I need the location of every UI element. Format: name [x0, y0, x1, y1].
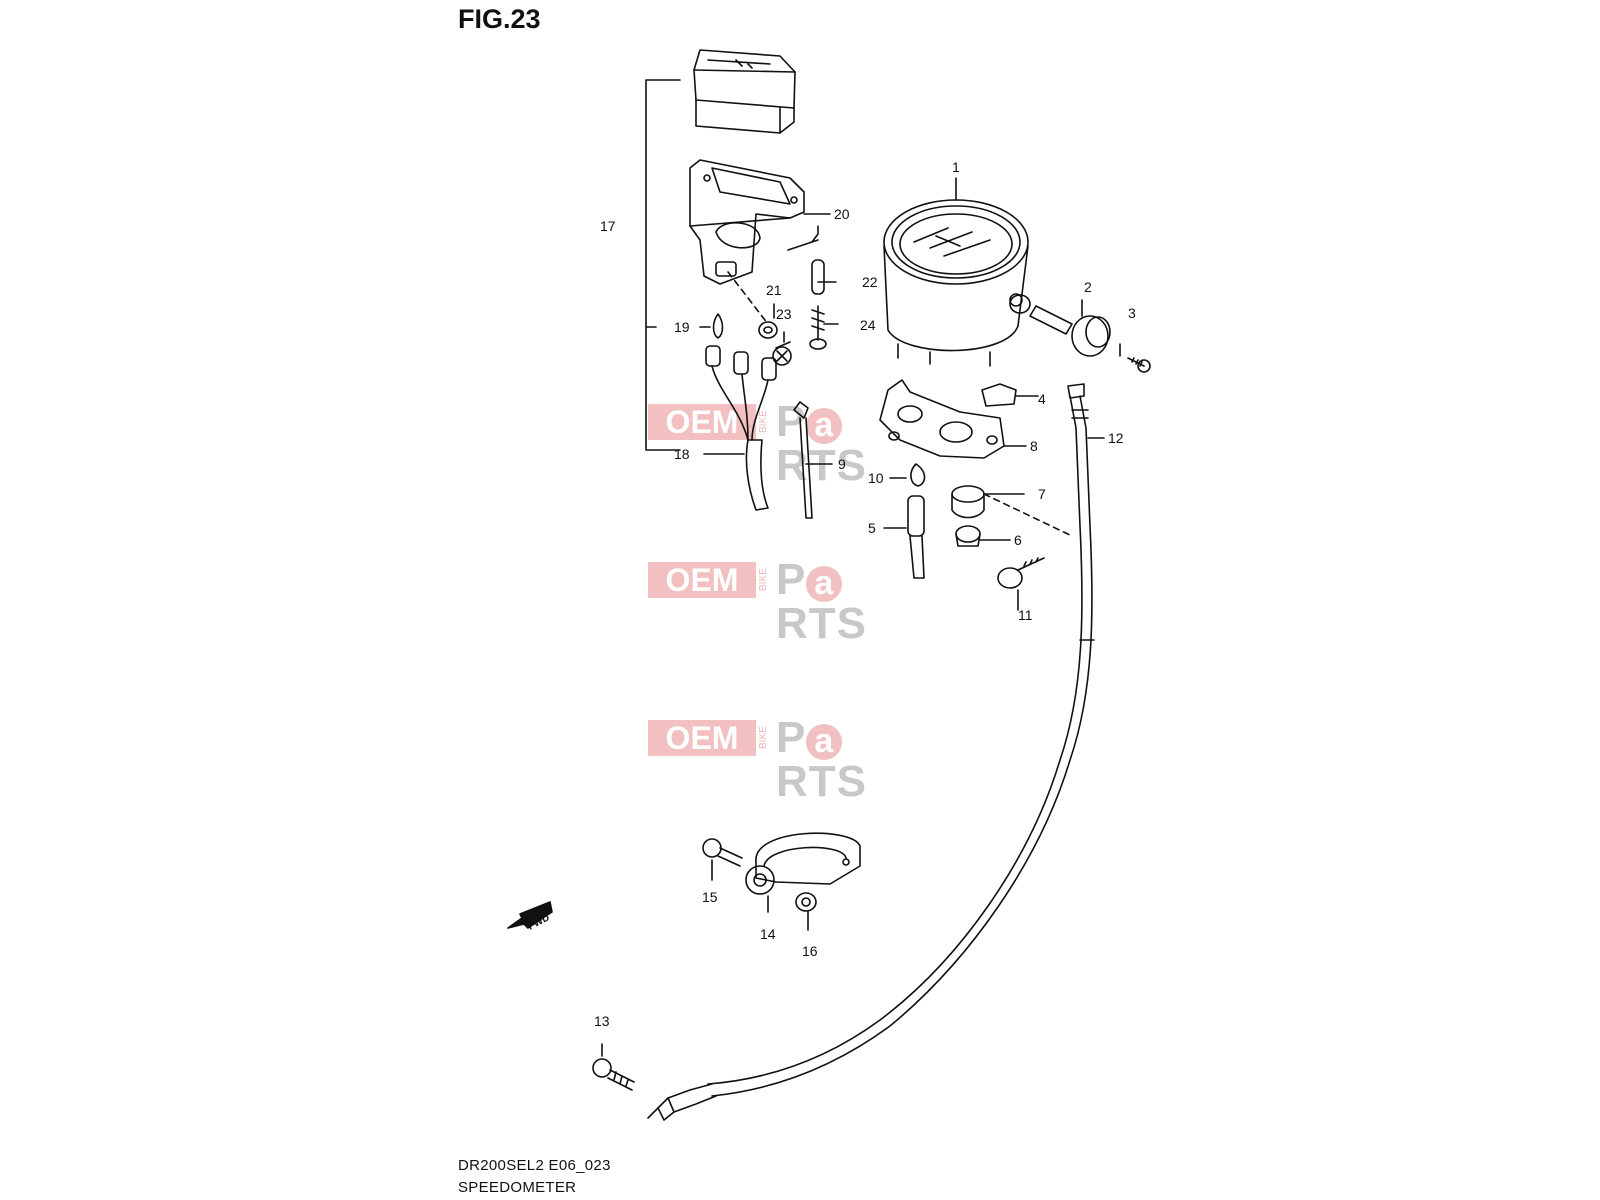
- callout-17: 17: [600, 218, 616, 234]
- callout-8: 8: [1030, 438, 1038, 454]
- callout-23: 23: [776, 306, 792, 322]
- watermark-oem: OEM: [648, 720, 756, 756]
- spacer-22: [787, 225, 825, 295]
- callout-4: 4: [1038, 391, 1046, 407]
- indicator-case: [689, 159, 805, 285]
- model-code: DR200SEL2 E06_023: [458, 1157, 611, 1174]
- callout-11: 11: [1018, 607, 1033, 623]
- callout-10: 10: [868, 470, 884, 486]
- bulb-19: [712, 313, 724, 339]
- callout-2: 2: [1084, 279, 1092, 295]
- callout-5: 5: [868, 520, 876, 536]
- watermark-rts: RTS: [776, 757, 867, 806]
- bolt-11: [983, 493, 1073, 611]
- nut-6: [955, 525, 1011, 547]
- callout-7: 7: [1038, 486, 1046, 502]
- indicator-cover: [693, 49, 796, 134]
- callout-24: 24: [860, 317, 876, 333]
- grommet-21: [727, 271, 778, 339]
- watermark-oem: OEM: [648, 562, 756, 598]
- section-name: SPEEDOMETER: [458, 1179, 577, 1196]
- watermark-oem: OEM: [648, 404, 756, 440]
- screw-3: [1119, 343, 1151, 373]
- reset-knob-2: [1029, 299, 1111, 357]
- callout-13: 13: [594, 1013, 610, 1029]
- speedometer-body: [883, 199, 1031, 367]
- callout-3: 3: [1128, 305, 1136, 321]
- socket-5: [907, 495, 925, 579]
- callout-22: 22: [862, 274, 878, 290]
- callout-1: 1: [952, 159, 960, 175]
- cushion-4: [981, 383, 1039, 407]
- watermark-p: P: [776, 713, 807, 762]
- wiring-harness-18: [705, 345, 777, 511]
- meter-bracket-8: [879, 379, 1027, 459]
- callout-19: 19: [674, 319, 690, 335]
- forward-arrow: [507, 901, 553, 929]
- bulb-10: [910, 463, 926, 487]
- watermark-rts: RTS: [776, 441, 867, 490]
- damper-7: [951, 485, 1025, 519]
- leader-lines: [699, 177, 957, 529]
- screw-24: [809, 305, 827, 350]
- watermark-a: a: [806, 408, 843, 444]
- cable-tie-9: [793, 401, 813, 519]
- callout-6: 6: [1014, 532, 1022, 548]
- watermark-a: a: [806, 566, 843, 602]
- callout-labels: 1 2 3 4 5 6 7 8 9 10 11 12 13 14 15 16 1…: [594, 159, 1136, 1029]
- watermark-p: P: [776, 555, 807, 604]
- callout-18: 18: [674, 446, 690, 462]
- callout-14: 14: [760, 926, 776, 942]
- watermark-a: a: [806, 724, 843, 760]
- nut-16: [795, 892, 817, 931]
- callout-21: 21: [766, 282, 782, 298]
- clamp-14: [745, 832, 861, 913]
- cable-end-13: [647, 1083, 717, 1121]
- figure-title: FIG.23: [458, 4, 541, 34]
- callout-16: 16: [802, 943, 818, 959]
- callout-12: 12: [1108, 430, 1124, 446]
- callout-20: 20: [834, 206, 850, 222]
- bolt-13: [592, 1043, 635, 1091]
- screw-23: [772, 341, 792, 366]
- speedometer-cable-12: [707, 383, 1105, 1097]
- bolt-15: [702, 838, 743, 881]
- watermark-rts: RTS: [776, 599, 867, 648]
- group-bracket-17: [645, 79, 681, 451]
- callout-15: 15: [702, 889, 718, 905]
- callout-9: 9: [838, 456, 846, 472]
